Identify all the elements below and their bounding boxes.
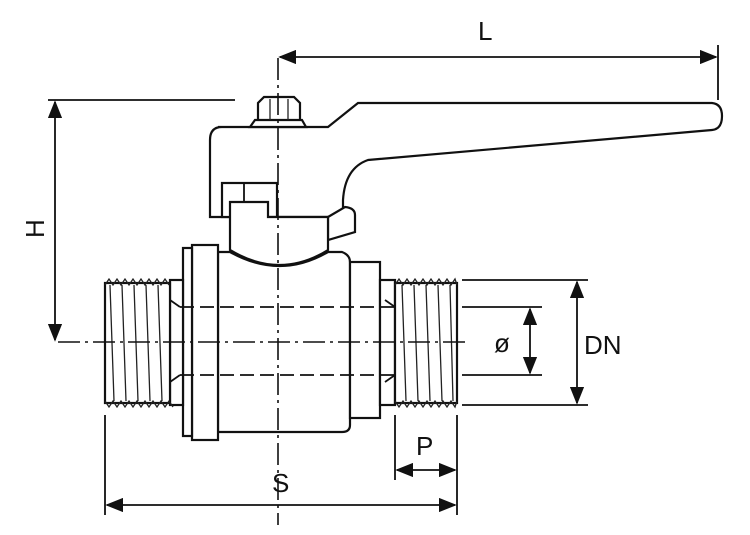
right-thread [393,277,459,409]
dimension-H [47,99,235,342]
dimension-bore [462,306,542,376]
dimension-DN [462,279,588,406]
label-DN: DN [584,330,622,360]
label-S: S [272,468,289,498]
label-H: H [20,219,50,238]
label-P: P [416,431,433,461]
left-thread [103,277,174,409]
dimension-P [394,415,458,515]
dimension-L [278,45,719,100]
stop-lug [326,205,357,242]
label-L: L [478,16,492,46]
right-collar [348,260,382,420]
label-bore: ø [494,328,510,358]
dimension-S [104,415,457,515]
handle-lever [208,101,724,219]
